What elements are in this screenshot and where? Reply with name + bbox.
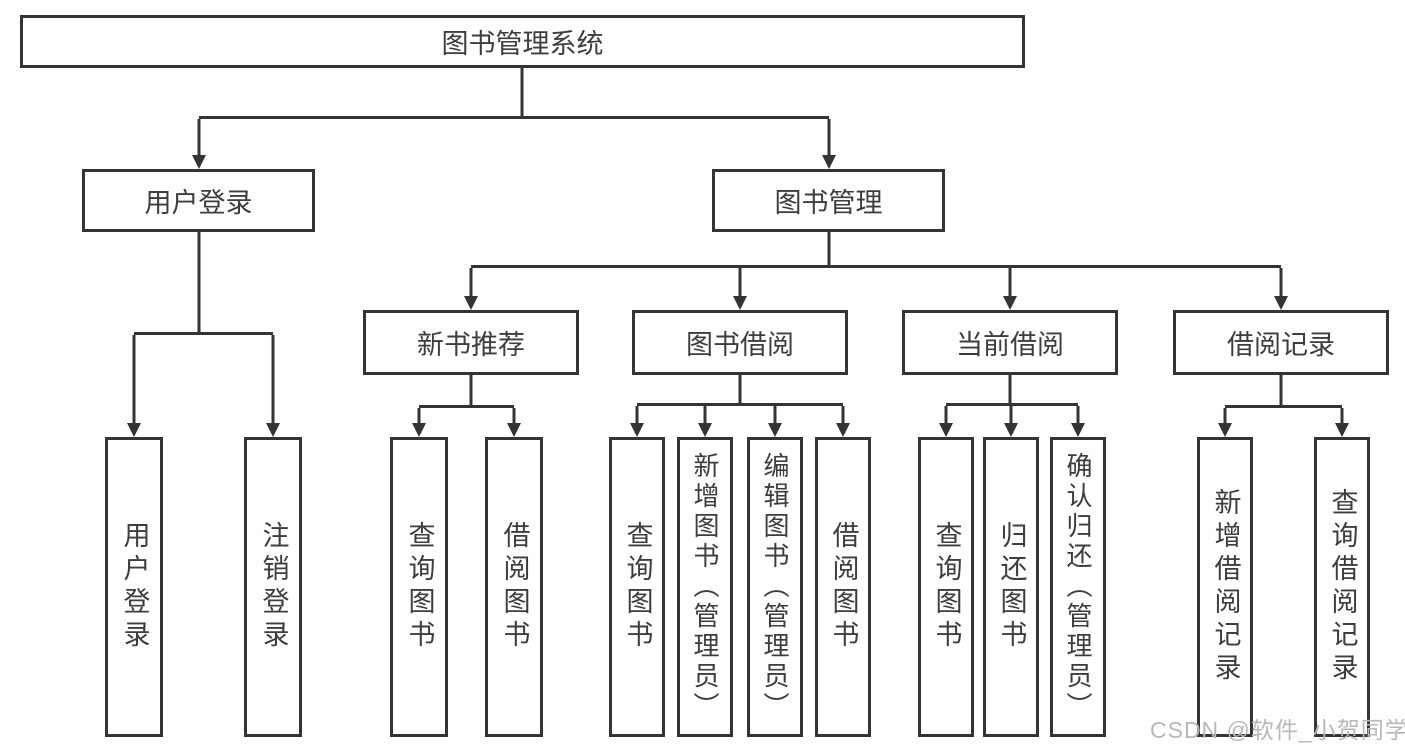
leaf-br-add-record-label: 新增借阅记录 <box>1210 488 1241 686</box>
diagram-box-user-login: 用户登录 <box>82 169 315 232</box>
leaf-bb-borrow-books: 借阅图书 <box>815 437 871 737</box>
current-borrow-label: 当前借阅 <box>956 330 1064 360</box>
new-book-recommend-label: 新书推荐 <box>417 330 525 360</box>
leaf-cb-confirm-return-admin: 确认归还（管理员） <box>1050 437 1106 737</box>
leaf-nb-borrow-books-label: 借阅图书 <box>499 521 530 653</box>
diagram-box-current-borrow: 当前借阅 <box>902 310 1118 375</box>
leaf-nb-borrow-books: 借阅图书 <box>485 437 543 737</box>
leaf-logout-label: 注销登录 <box>258 521 289 653</box>
leaf-bb-edit-books-admin: 编辑图书（管理员） <box>747 437 803 737</box>
diagram-box-book-management: 图书管理 <box>712 169 945 232</box>
watermark: CSDN @软件_小贺同学 <box>1150 717 1405 743</box>
leaf-bb-borrow-books-label: 借阅图书 <box>828 521 859 653</box>
leaf-br-add-record: 新增借阅记录 <box>1197 437 1253 737</box>
diagram-box-book-borrow: 图书借阅 <box>632 310 848 375</box>
leaf-br-query-record: 查询借阅记录 <box>1314 437 1370 737</box>
leaf-cb-confirm-return-admin-label: 确认归还（管理员） <box>1063 452 1093 722</box>
leaf-cb-return-books: 归还图书 <box>983 437 1039 737</box>
book-management-label: 图书管理 <box>774 188 883 218</box>
leaf-user-login-label: 用户登录 <box>119 521 150 653</box>
leaf-br-query-record-label: 查询借阅记录 <box>1327 488 1358 686</box>
leaf-user-login: 用户登录 <box>105 437 163 737</box>
leaf-nb-query-books-label: 查询图书 <box>404 521 435 653</box>
book-borrow-label: 图书借阅 <box>686 330 794 360</box>
leaf-bb-query-books-label: 查询图书 <box>622 521 653 653</box>
leaf-logout: 注销登录 <box>244 437 302 737</box>
user-login-label: 用户登录 <box>144 188 253 218</box>
leaf-bb-add-books-admin-label: 新增图书（管理员） <box>690 452 720 722</box>
diagram-box-root: 图书管理系统 <box>20 15 1025 68</box>
leaf-cb-query-books: 查询图书 <box>918 437 974 737</box>
diagram-box-new-book-recommend: 新书推荐 <box>363 310 579 375</box>
leaf-cb-query-books-label: 查询图书 <box>931 521 962 653</box>
leaf-nb-query-books: 查询图书 <box>390 437 448 737</box>
borrow-records-label: 借阅记录 <box>1227 330 1335 360</box>
root-label: 图书管理系统 <box>441 29 604 59</box>
leaf-bb-query-books: 查询图书 <box>609 437 665 737</box>
leaf-bb-add-books-admin: 新增图书（管理员） <box>677 437 733 737</box>
diagram-box-borrow-records: 借阅记录 <box>1173 310 1389 375</box>
arrowheads <box>127 155 1349 437</box>
leaf-bb-edit-books-admin-label: 编辑图书（管理员） <box>760 452 790 722</box>
leaf-cb-return-books-label: 归还图书 <box>996 521 1027 653</box>
